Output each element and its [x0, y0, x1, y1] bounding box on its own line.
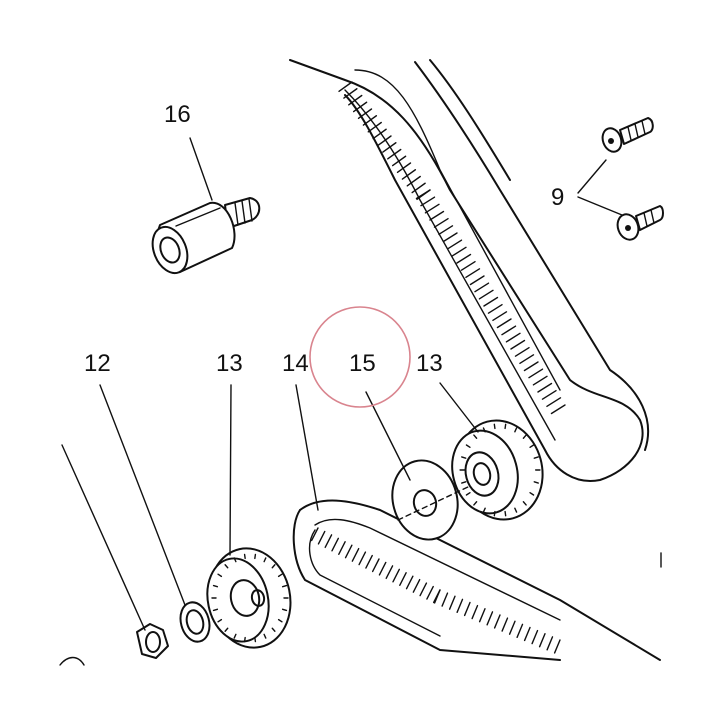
leader-lines [61, 137, 662, 631]
upper-timing-belt [289, 59, 650, 482]
leader-13-left [229, 384, 232, 556]
callout-16: 16 [164, 101, 191, 128]
leader-12 [99, 384, 186, 606]
highlight-circle [309, 306, 411, 408]
lower-belt-teeth [310, 527, 561, 654]
leader-16 [189, 137, 213, 201]
callout-9: 9 [551, 184, 564, 211]
leader-nut [61, 444, 146, 631]
leader-14 [295, 384, 319, 511]
callout-13-left: 13 [216, 350, 243, 377]
idler-stud-part-16 [151, 197, 261, 275]
lower-timing-belt [292, 499, 661, 661]
bolt-lower-part-9 [616, 205, 664, 241]
bolt-upper-part-9 [601, 117, 654, 153]
pulley-left-teeth [211, 553, 289, 643]
toothed-pulley-right-part-13 [451, 419, 544, 521]
leader-15 [365, 391, 411, 481]
pulley-left-part-13 [206, 547, 292, 649]
upper-belt-teeth [338, 81, 566, 415]
leader-9-upper [577, 159, 607, 194]
washer-part-15 [391, 459, 471, 541]
spacer-ring-part-12 [179, 601, 211, 643]
leader-9-lower [577, 196, 623, 216]
nut [59, 623, 169, 666]
callout-14: 14 [282, 350, 309, 377]
callout-12: 12 [84, 350, 111, 377]
leader-13-right [439, 382, 479, 433]
callout-15: 15 [349, 350, 376, 377]
callout-13-right: 13 [416, 350, 443, 377]
pulley-right-teeth [459, 423, 541, 517]
